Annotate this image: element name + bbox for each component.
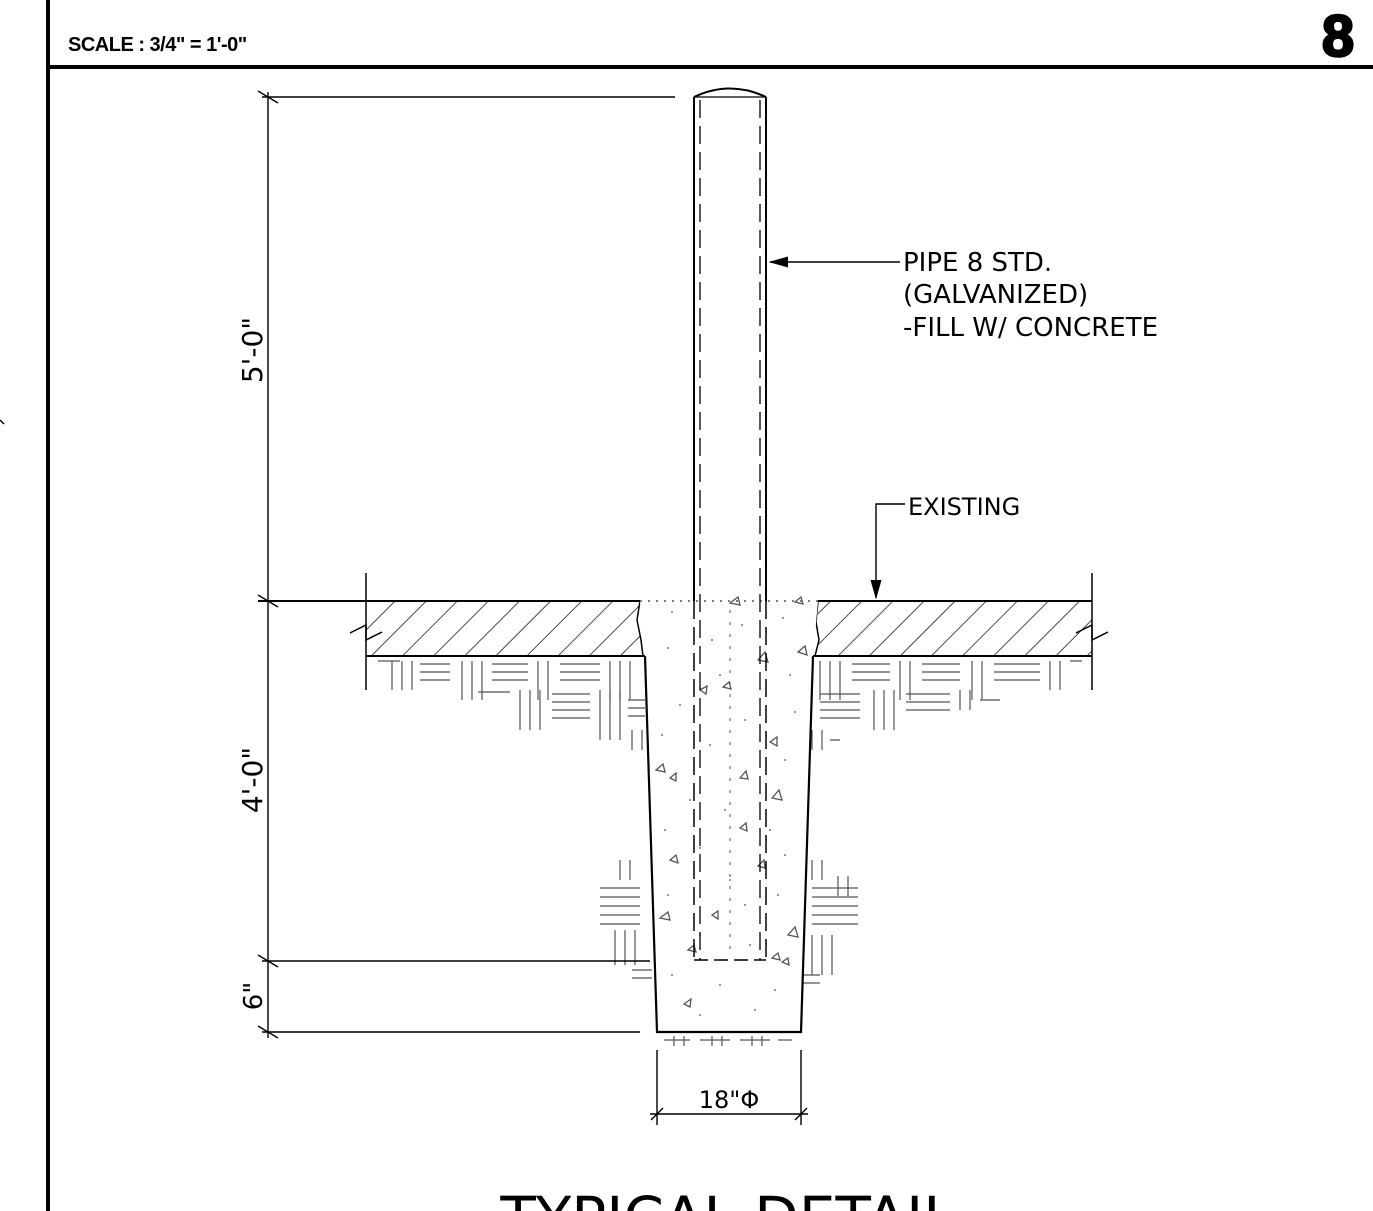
- dim-below-pipe: 6": [239, 982, 269, 1011]
- existing-callout: EXISTING: [908, 493, 1020, 521]
- existing-leader: [870, 503, 905, 600]
- pipe-bollard: [693, 87, 767, 961]
- earth-symbols: [378, 660, 1082, 1046]
- dim-embedment: 4'-0": [236, 747, 269, 813]
- diameter-dimension: [650, 1050, 808, 1125]
- pipe-callout-line-3: -FILL W/ CONCRETE: [903, 313, 1158, 343]
- concrete-footing: [640, 595, 818, 1034]
- pipe-callout-line-1: PIPE 8 STD.: [903, 248, 1052, 278]
- scale-label: SCALE : 3/4" = 1'-0": [68, 34, 247, 56]
- dim-above-grade: 5'-0": [236, 317, 269, 383]
- existing-slab: [258, 573, 1109, 690]
- pipe-callout-line-2: (GALVANIZED): [903, 280, 1088, 310]
- detail-title: TYPICAL DETAIL: [499, 1184, 955, 1211]
- dim-footing-diameter: 18"Φ: [699, 1086, 759, 1114]
- vertical-dimensions: [257, 90, 675, 1039]
- detail-number: 8: [1322, 4, 1354, 69]
